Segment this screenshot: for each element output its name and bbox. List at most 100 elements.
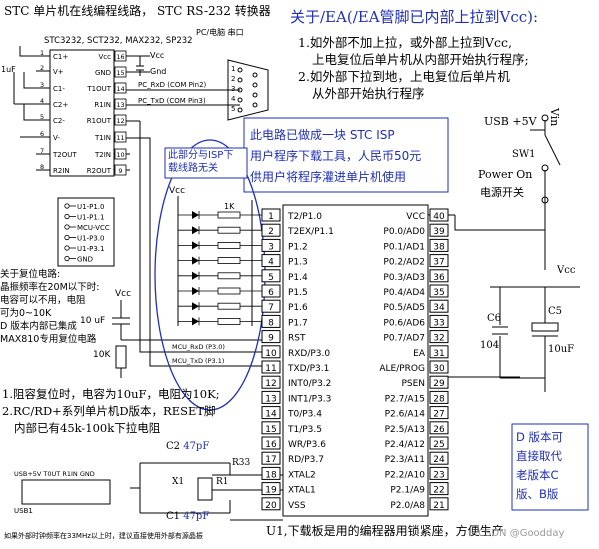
mcu-left-pin-name: P1.2 — [288, 242, 308, 252]
mcu-left-pin-num: 6 — [268, 288, 274, 298]
header-pin-dot — [64, 255, 70, 262]
c1-ref: C1 — [166, 511, 181, 522]
d-note-3: 老版本C — [516, 468, 559, 482]
rs232-left-pin-num: 7 — [40, 147, 44, 155]
mcu-right-pin-name: P0.2/AD2 — [383, 258, 425, 268]
mcu-right-pin-num: 23 — [433, 470, 444, 480]
header-pin-name: U1-P3.0 — [77, 235, 104, 243]
mcu-right-pin-name: P2.1/A9 — [390, 486, 425, 496]
reset-note-5: D 版本内部已集成 — [0, 321, 77, 332]
mcu-right-pin-num: 38 — [433, 242, 445, 252]
rs232-left-pin-num: 5 — [40, 113, 44, 121]
led-resistor — [217, 241, 241, 249]
led-diode — [192, 287, 199, 295]
led-diode — [192, 211, 199, 219]
rs232-left-pin-name: C2- — [53, 117, 65, 125]
mcu-left-pin-name: P1.3 — [288, 258, 308, 268]
mcu-right-pin-name: P0.6/AD6 — [383, 318, 425, 328]
mcu-right-pin-box — [429, 482, 449, 496]
mcu-left-pin-num: 2 — [268, 227, 274, 237]
rs232-left-pin-name: C1- — [53, 85, 65, 93]
usb-pins-label: USB+5V T0UT R1IN GND — [14, 470, 95, 478]
rs232-right-pin-box — [114, 98, 127, 110]
d-note-2: 直接取代 — [516, 449, 562, 463]
c2-value: 47pF — [183, 441, 210, 452]
mcu-left-pin-box — [261, 254, 281, 268]
mcu-right-pin-num: 24 — [433, 455, 445, 465]
switch-en-label: Power On — [478, 168, 533, 181]
mcu-left-pin-num: 14 — [265, 410, 277, 420]
rs232-left-pin-num: 2 — [40, 64, 44, 72]
mcu-right-pin-name: P0.3/AD3 — [383, 273, 425, 283]
rs232-right-pin-num: 15 — [116, 69, 124, 77]
mcu-rxd-net-label: MCU_RxD (P3.0) — [172, 343, 225, 351]
mcu-left-pin-box — [261, 406, 281, 420]
led-diode — [192, 256, 199, 265]
mcu-right-pin-num: 34 — [433, 303, 445, 313]
r33-label: R33 — [232, 458, 251, 468]
usb-label: USB1 — [14, 507, 33, 515]
led-vcc-label: Vcc — [169, 186, 186, 196]
c6-label: C6 — [487, 313, 502, 324]
mcu-left-pin-box — [261, 436, 281, 450]
board-note-2: 用户程序下载工具，人民币50元 — [250, 149, 422, 163]
mcu-left-pin-num: 7 — [268, 303, 274, 313]
mcu-left-pin-name: T1/P3.5 — [287, 425, 322, 435]
rs232-left-pin-name: V- — [53, 134, 60, 142]
mcu-left-pin-box — [261, 208, 281, 222]
reset-notes: 关于复位电路: 晶振频率在20M以下时: 电容可以不用，电阻 可为0~10K D… — [0, 268, 100, 346]
mcu-right-pin-name: P2.4/A12 — [385, 440, 425, 450]
mcu-right-pin-name: P2.2/A10 — [385, 470, 426, 480]
mcu-left-pin-box — [261, 299, 281, 313]
mcu-left-pin-num: 8 — [268, 318, 274, 328]
mcu-left-pin-box — [261, 421, 281, 435]
board-note-1: 此电路已做成一块 STC ISP — [250, 128, 395, 142]
rs232-right-pin-name: R1IN — [94, 101, 111, 109]
mcu-left-pin-name: RST — [288, 334, 306, 344]
mcu-left-pin-name: RXD/P3.0 — [288, 349, 330, 359]
mcu-left-pin-box — [261, 330, 281, 344]
mcu-right-pin-num: 40 — [433, 212, 445, 222]
mcu-right-pin-name: P0.4/AD4 — [383, 288, 425, 298]
vcc-right-label: Vcc — [557, 265, 576, 276]
c1-value: 47pF — [183, 511, 210, 522]
mcu-left-pin-num: 11 — [265, 364, 276, 374]
led-resistor — [217, 317, 241, 325]
c2-label: C2 47pF — [166, 441, 209, 452]
rs232-left-pin-num: 6 — [40, 130, 44, 138]
mcu-right-pin-box — [429, 269, 449, 283]
led-diode — [192, 226, 199, 235]
db9-pin: 2 — [231, 75, 236, 83]
page-title: STC 单片机在线编程线路， STC RS-232 转换器 — [4, 4, 271, 18]
mcu-left-pin-num: 18 — [265, 470, 277, 480]
mcu-left-pin-num: 3 — [268, 242, 274, 252]
ea-heading: 关于/EA(/EA管脚已内部上拉到Vcc): — [290, 8, 539, 26]
isp-note-1: 此部分与ISP下 — [168, 150, 234, 161]
mcu-right-pin-name: P2.3/A11 — [385, 455, 425, 465]
mcu-right-pin-box — [429, 406, 449, 420]
led-diode — [192, 302, 199, 311]
bottom-notes: 1.阻容复位时，电容为10uF，电阻为10K; 2.RC/RD+系列单片机D版本… — [2, 386, 220, 437]
rs232-left-pin-name: T2OUT — [52, 151, 77, 159]
led-resistor — [217, 272, 241, 280]
rs232-vcc-label: Vcc — [150, 51, 165, 60]
reset-note-2: 晶振频率在20M以下时: — [0, 282, 100, 293]
rs232-right-pin-name: GND — [95, 69, 111, 77]
mcu-left-pin-box — [261, 466, 281, 480]
bottom-note-1: 1.阻容复位时，电容为10uF，电阻为10K; — [2, 387, 220, 401]
mcu-right-pin-box — [429, 360, 449, 374]
c6-value: 104 — [480, 340, 500, 351]
mcu-left-pin-name: P1.7 — [288, 318, 308, 328]
rs232-gnd-label: Gnd — [150, 67, 167, 76]
rs232-left-pin-name: R2IN — [53, 167, 70, 175]
rs232-right-pin-box — [114, 82, 127, 94]
mcu-right-pin-num: 29 — [433, 379, 445, 389]
rs232-right-pin-name: T1IN — [94, 134, 111, 142]
pc-port-label: PC/电脑 串口 — [196, 28, 244, 37]
rs232-right-pin-name: R2OUT — [87, 167, 112, 175]
r1-label: R1 — [216, 477, 229, 487]
mcu-right-pin-name: P0.1/AD1 — [383, 242, 425, 252]
mcu-caption: U1,下载板是用的编程器用锁紧座，方便生产 — [266, 524, 504, 538]
mcu-right-pin-num: 31 — [433, 349, 444, 359]
